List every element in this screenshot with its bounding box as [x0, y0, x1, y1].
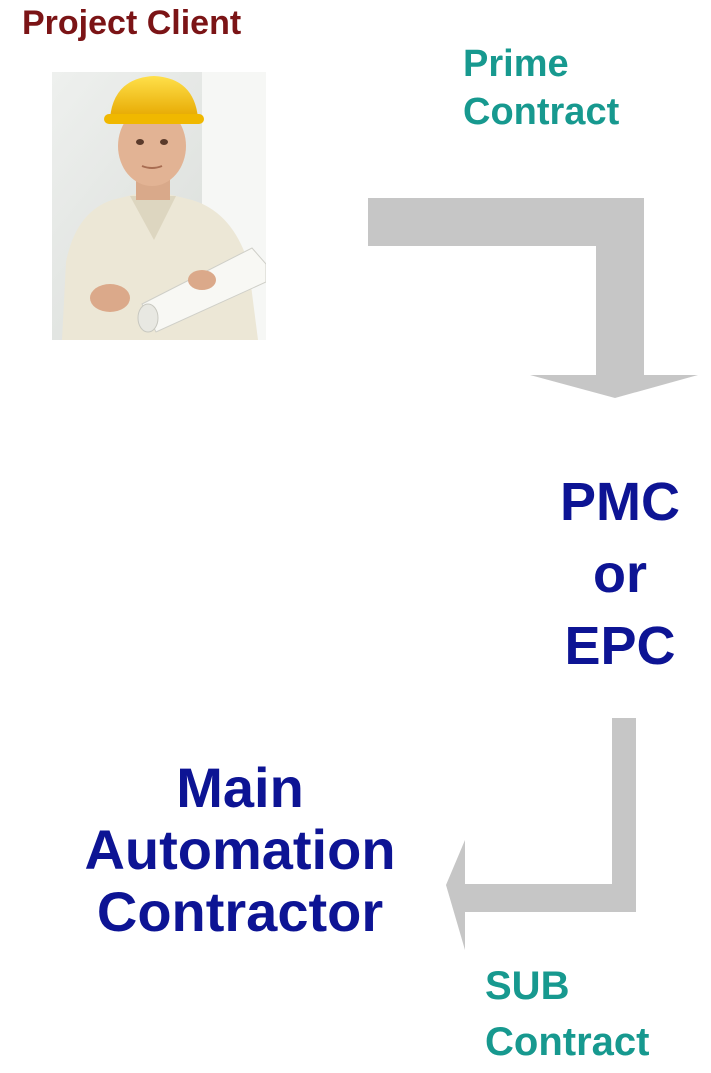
pmc-line: PMC [560, 472, 680, 532]
main-automation-contractor-label: Main Automation Contractor [40, 757, 440, 943]
pmc-or-epc-label: PMC or EPC [530, 466, 710, 682]
or-line: or [593, 544, 647, 604]
project-client-title: Project Client [22, 4, 242, 42]
mac-line-3: Contractor [96, 880, 384, 943]
mac-line-1: Main [176, 756, 304, 819]
prime-contract-arrow [368, 198, 698, 398]
sub-contract-line-2: Contract [485, 1020, 650, 1064]
mac-line-2: Automation [84, 818, 396, 881]
sub-contract-line-1: SUB [485, 964, 570, 1008]
epc-line: EPC [564, 616, 676, 676]
client-photo [52, 72, 266, 340]
sub-contract-label: SUB Contract [485, 958, 649, 1070]
prime-contract-line-2: Contract [463, 91, 620, 133]
sub-contract-arrow [446, 718, 636, 950]
prime-contract-label: Prime Contract [463, 40, 619, 136]
prime-contract-line-1: Prime [463, 43, 569, 85]
